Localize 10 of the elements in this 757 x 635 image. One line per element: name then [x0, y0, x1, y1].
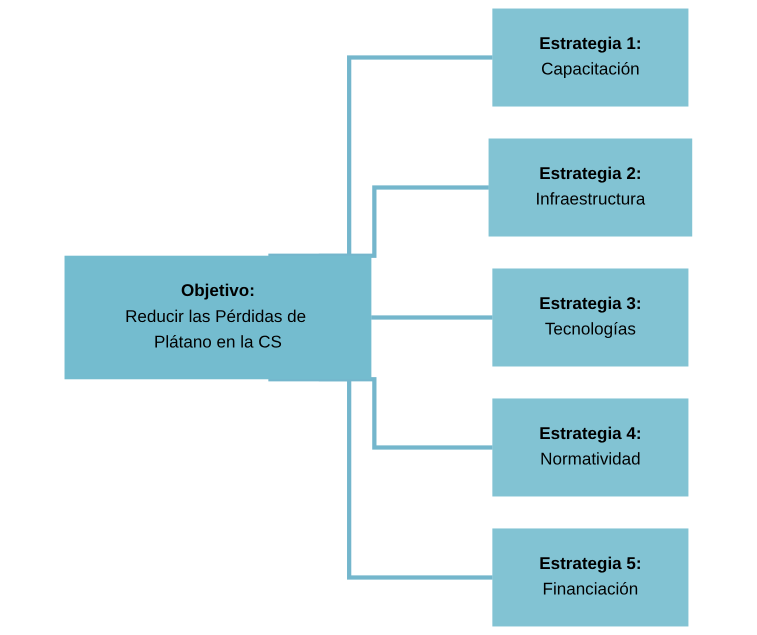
node-box: Estrategia 4: Normatividad: [492, 398, 689, 496]
node-box: Estrategia 3: Tecnologías: [492, 268, 689, 366]
node-box: Estrategia 2: Infraestructura: [488, 138, 692, 237]
node-box: Estrategia 5: Financiación: [492, 528, 689, 626]
connector: [318, 185, 489, 258]
connector: [372, 315, 492, 320]
connector: [268, 377, 492, 580]
connector: [268, 55, 492, 258]
node-box: Objetivo: Reducir las Pérdidas de Plátano en la CS: [64, 256, 372, 380]
node-box: Estrategia 1: Capacitación: [492, 8, 689, 107]
